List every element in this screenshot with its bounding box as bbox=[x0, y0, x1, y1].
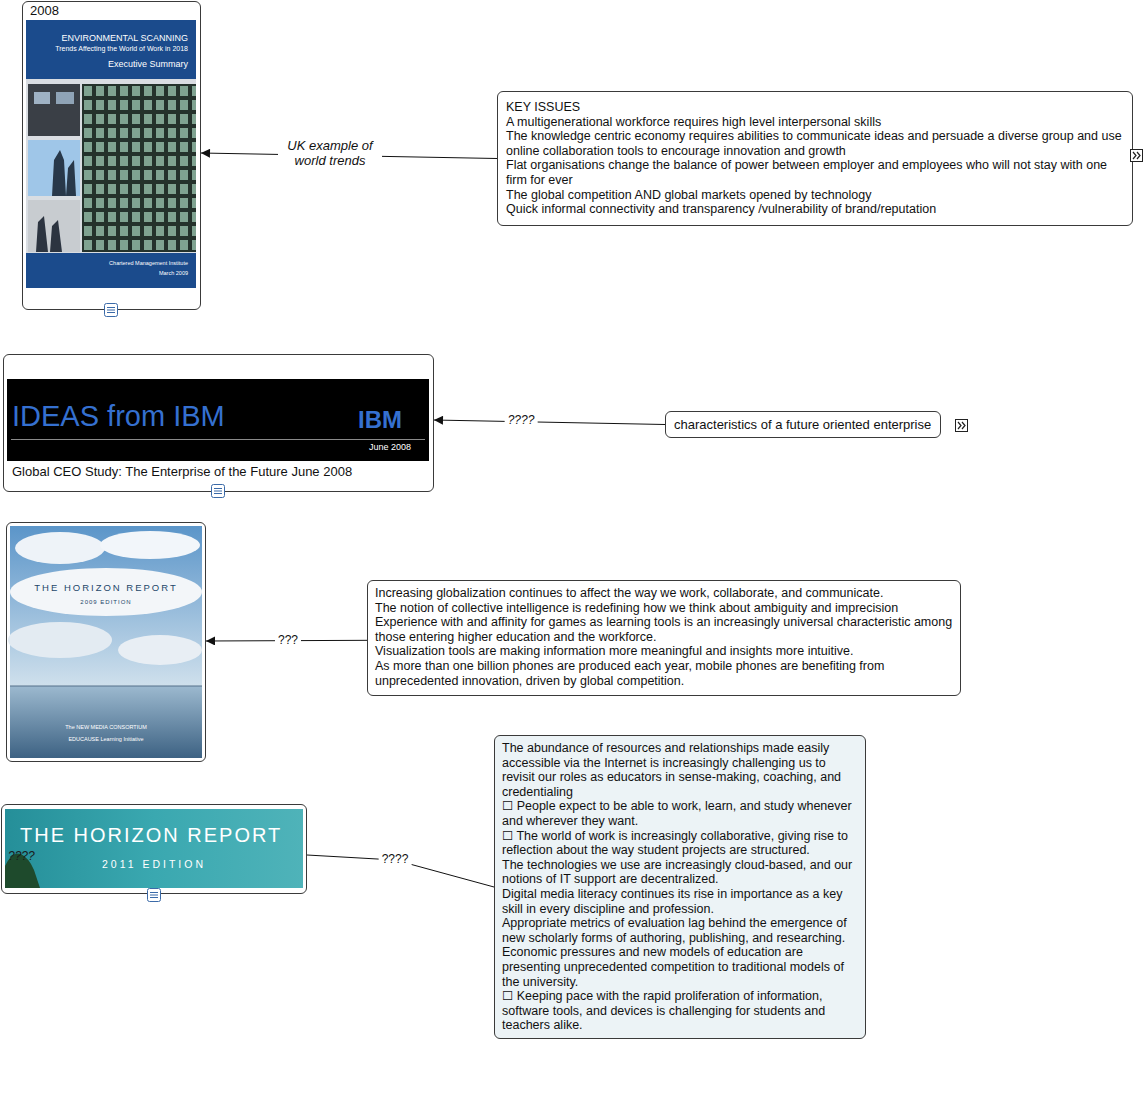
horizon-cover-box: THE HORIZON REPORT 2009 EDITION The NEW ME… bbox=[6, 522, 206, 762]
sky bbox=[10, 526, 202, 686]
edge-label: ???? bbox=[505, 413, 538, 429]
cover-text: IDEAS from IBM bbox=[12, 400, 225, 433]
photo bbox=[28, 84, 80, 136]
cover-text: June 2008 bbox=[369, 442, 411, 452]
banner bbox=[5, 809, 303, 888]
cover-text: 2009 EDITION bbox=[7, 599, 205, 606]
cloud bbox=[15, 532, 105, 564]
edge-label: ??? bbox=[275, 633, 301, 649]
cover-text: THE HORIZON REPORT bbox=[7, 583, 205, 594]
item-text: As more than one billion phones are prod… bbox=[375, 659, 953, 688]
cloud bbox=[100, 531, 200, 559]
item-text: Appropriate metrics of evaluation lag be… bbox=[502, 916, 858, 945]
expand-icon bbox=[956, 420, 968, 432]
cloud bbox=[8, 622, 112, 658]
topic-box: characteristics of a future oriented ent… bbox=[665, 411, 941, 438]
photo bbox=[28, 200, 80, 252]
trends-box: Increasing globalization continues to af… bbox=[367, 580, 961, 696]
item-text: The technologies we use are increasingly… bbox=[502, 858, 858, 887]
banner bbox=[7, 379, 429, 461]
photo-detail bbox=[34, 92, 50, 104]
report-cover-art bbox=[26, 20, 196, 288]
item-text: Economic pressures and new models of edu… bbox=[502, 945, 858, 989]
horizon-2011-banner-art bbox=[5, 809, 303, 888]
item-text: ☐ The world of work is increasingly coll… bbox=[502, 829, 858, 858]
horizon-banner-box: THE HORIZON REPORT 2011 EDITION bbox=[1, 804, 307, 894]
cover-text: EDUCAUSE Learning Initiative bbox=[7, 736, 205, 742]
silhouette bbox=[36, 216, 62, 252]
cover-text: THE HORIZON REPORT bbox=[20, 824, 282, 847]
note-icon bbox=[212, 485, 225, 498]
item-text: Experience with and affinity for games a… bbox=[375, 615, 953, 644]
connector bbox=[434, 420, 665, 425]
key-issues-box: KEY ISSUESA multigenerational workforce … bbox=[497, 91, 1133, 226]
item-text: ☐ People expect to be able to work, lear… bbox=[502, 799, 858, 828]
edge-label: ???? bbox=[379, 852, 412, 868]
item-text: Flat organisations change the balance of… bbox=[506, 158, 1124, 187]
item-text: Increasing globalization continues to af… bbox=[375, 586, 953, 601]
cover-text: Chartered Management Institute bbox=[109, 260, 188, 266]
item-text: The global competition AND global market… bbox=[506, 188, 1124, 203]
cover-text: ENVIRONMENTAL SCANNING bbox=[61, 33, 188, 43]
item-text: KEY ISSUES bbox=[506, 100, 1124, 115]
item-text: A multigenerational workforce requires h… bbox=[506, 115, 1124, 130]
horizon bbox=[10, 686, 202, 687]
cover-text: IBM bbox=[358, 406, 402, 434]
item-text: characteristics of a future oriented ent… bbox=[674, 417, 932, 432]
note-label: ???? bbox=[8, 850, 35, 864]
ibm-report-box: IDEAS from IBM IBM June 2008Global CEO Stu… bbox=[3, 354, 434, 492]
cover-text: Global CEO Study: The Enterprise of the … bbox=[12, 465, 352, 480]
report-cover-box: 2008ENVIRONMENTAL SCANNING Trends Affecti… bbox=[22, 1, 201, 310]
item-text: Digital media literacy continues its ris… bbox=[502, 887, 858, 916]
edge-label: UK example of world trends bbox=[278, 138, 382, 170]
cover-text: March 2009 bbox=[159, 270, 188, 276]
cover-ground bbox=[26, 20, 196, 288]
item-text: Quick informal connectivity and transpar… bbox=[506, 202, 1124, 217]
note-icon bbox=[148, 889, 161, 902]
photo bbox=[28, 140, 80, 196]
cover-text: Trends Affecting the World of Work in 20… bbox=[55, 45, 188, 53]
water bbox=[10, 686, 202, 758]
item-text: The notion of collective intelligence is… bbox=[375, 601, 953, 616]
photo-detail bbox=[56, 92, 74, 104]
item-text: ☐ Keeping pace with the rapid proliferat… bbox=[502, 989, 858, 1033]
building-facade bbox=[82, 84, 196, 252]
cover-text: 2011 EDITION bbox=[2, 858, 306, 870]
horizon-2009-cover-art bbox=[8, 526, 202, 758]
cover-text: The NEW MEDIA CONSORTIUM bbox=[7, 724, 205, 730]
expand-icon bbox=[1131, 150, 1143, 162]
photo-panel bbox=[26, 79, 196, 253]
ibm-banner-art bbox=[7, 379, 429, 461]
item-text: The abundance of resources and relations… bbox=[502, 741, 858, 799]
trends-note-box: The abundance of resources and relations… bbox=[494, 735, 866, 1039]
silhouette bbox=[52, 150, 76, 196]
cover-text: 2008 bbox=[30, 4, 59, 19]
note-icon bbox=[105, 304, 118, 317]
rule bbox=[11, 439, 425, 440]
cloud bbox=[118, 635, 202, 665]
item-text: The knowledge centric economy requires a… bbox=[506, 129, 1124, 158]
cover-text: Executive Summary bbox=[108, 59, 188, 69]
item-text: Visualization tools are making informati… bbox=[375, 644, 953, 659]
